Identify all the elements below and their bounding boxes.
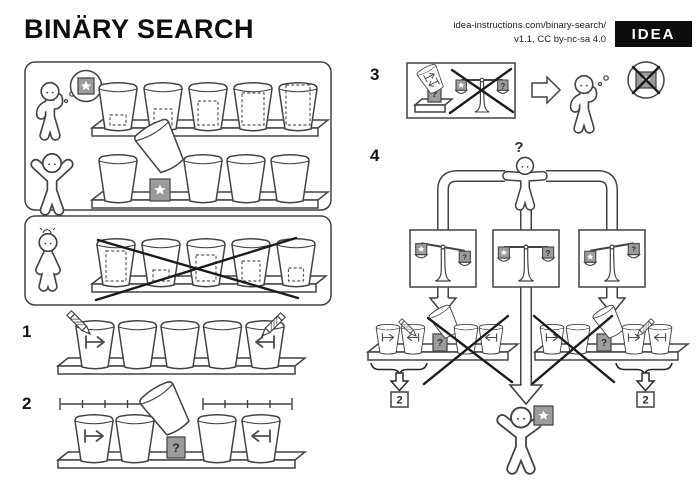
- cup: [197, 414, 237, 464]
- cup-low-bound: [375, 323, 401, 355]
- x-cross: [530, 314, 616, 386]
- intro-panel-sorted: [24, 61, 332, 210]
- question-glyph: ?: [172, 441, 179, 455]
- row-found-target: [36, 115, 331, 210]
- step-number: 2: [22, 394, 31, 413]
- intro-panel-unsorted: [24, 215, 332, 306]
- question-card: ?: [432, 333, 448, 352]
- question-card: ?: [166, 436, 186, 459]
- person-thinking: [41, 83, 59, 136]
- result-shelf-left: ? 2: [365, 302, 521, 408]
- thought-dot: [63, 98, 69, 104]
- publication-info: idea-instructions.com/binary-search/ v1.…: [453, 19, 606, 47]
- goto-step-label: 2: [396, 395, 402, 407]
- step-number: 3: [370, 65, 379, 84]
- question-glyph: ?: [437, 338, 443, 349]
- outcome-box-balanced: ?: [492, 229, 560, 288]
- question-glyph: ?: [501, 82, 506, 91]
- step-2: 2 ?: [22, 377, 308, 469]
- cup: [141, 238, 181, 288]
- cup: [226, 154, 266, 204]
- balance-scale-left-down: ?: [583, 242, 641, 282]
- goto-step-2: 2: [636, 391, 655, 408]
- result-shelf-right: ? 2: [530, 302, 691, 408]
- goto-arrow-icon: [390, 372, 409, 392]
- version-license: v1.1, CC by-nc-sa 4.0: [514, 33, 606, 45]
- measuring-ruler-left: [59, 398, 151, 410]
- x-cross: [631, 65, 661, 95]
- cup: [160, 320, 200, 370]
- step-1: 1: [22, 310, 308, 375]
- cup: [278, 82, 318, 132]
- question-glyph: ?: [514, 139, 523, 156]
- question-glyph: ?: [462, 252, 467, 261]
- person-remembering: [575, 76, 593, 129]
- source-url: idea-instructions.com/binary-search/: [453, 20, 606, 31]
- cup-high-bound: [647, 323, 673, 355]
- down-arrowhead: [508, 384, 544, 406]
- success-person: [502, 406, 554, 469]
- thought-bubble-star: [69, 69, 103, 103]
- cup: [96, 238, 136, 288]
- balance-scale-right-down: ?: [414, 242, 472, 282]
- outcome-box-heavier-left: ?: [578, 229, 646, 288]
- cup: [98, 154, 138, 204]
- step-3: 3 ? ?: [370, 61, 665, 129]
- step-number: 4: [370, 146, 380, 165]
- cup: [115, 414, 155, 464]
- thought-bubble-excluded: [627, 61, 665, 99]
- page-title: BINÄRY SEARCH: [24, 14, 255, 44]
- goto-step-label: 2: [642, 395, 648, 407]
- question-glyph: ?: [546, 249, 551, 258]
- outcome-box-heavier-right: ?: [409, 229, 477, 288]
- idea-logo: IDEA: [615, 21, 692, 47]
- question-glyph: ?: [601, 338, 607, 349]
- cup: [117, 320, 158, 370]
- person-celebrating: [502, 408, 536, 469]
- step-4: 4 ?: [365, 139, 691, 469]
- cup: [183, 154, 223, 204]
- thought-dot: [597, 81, 603, 87]
- person-annoyed: [39, 234, 57, 287]
- x-cross: [448, 67, 515, 115]
- x-cross: [422, 314, 514, 386]
- goto-arrow-icon: [636, 372, 655, 392]
- cup-high-bound: [241, 414, 281, 464]
- cup: [270, 154, 310, 204]
- thought-dot: [603, 75, 609, 81]
- measuring-ruler-right: [202, 398, 293, 410]
- cup: [98, 82, 138, 132]
- cup: [188, 82, 228, 132]
- cup: [233, 82, 273, 132]
- step-number: 1: [22, 322, 31, 341]
- goto-step-2: 2: [390, 391, 409, 408]
- person-deciding: [507, 157, 543, 205]
- question-glyph: ?: [631, 245, 636, 254]
- cup: [231, 238, 271, 288]
- x-cross: [94, 236, 300, 302]
- cup: [202, 320, 243, 370]
- implies-arrow-icon: [531, 75, 562, 105]
- cup: [276, 238, 316, 288]
- cup-high-bound: [400, 323, 426, 355]
- question-glyph: ?: [431, 89, 437, 100]
- cup-low-bound: [74, 414, 114, 464]
- question-card: ?: [596, 333, 612, 352]
- star-card: [149, 178, 171, 202]
